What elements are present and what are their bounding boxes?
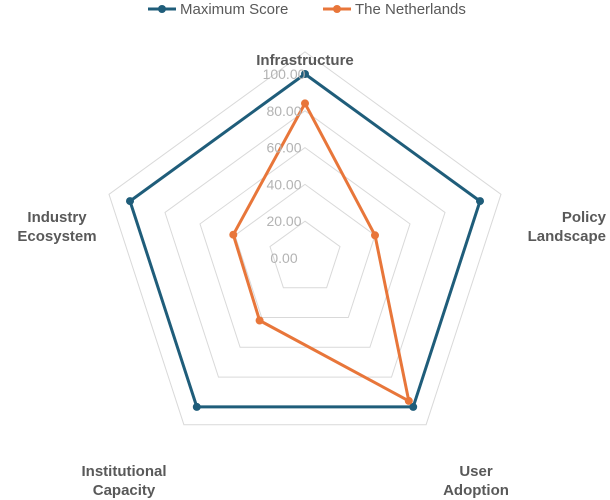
axis-label-3-line-1: Capacity [93, 482, 156, 499]
tick-labels: 0.00 20.00 40.00 60.00 80.00 100.00 [263, 66, 306, 266]
tick-label-100: 100.00 [263, 66, 306, 82]
axis-label-2-line-1: Adoption [443, 482, 509, 499]
axis-label-3-line-0: Institutional [82, 463, 167, 480]
radar-grid [108, 51, 502, 426]
grid-ring-20 [269, 220, 341, 289]
tick-label-40: 40.00 [266, 176, 301, 192]
legend-label-0: Maximum Score [180, 1, 288, 18]
series-1-point-2 [404, 396, 413, 405]
legend-marker-1 [333, 5, 341, 13]
tick-label-80: 80.00 [266, 103, 301, 119]
series-0-point-1 [476, 197, 484, 206]
series-1-point-3 [255, 316, 264, 325]
legend-label-1: The Netherlands [355, 1, 466, 18]
tick-label-0: 0.00 [270, 250, 297, 266]
axis-label-4-line-1: Ecosystem [17, 228, 96, 245]
grid-ring-40 [234, 183, 376, 318]
tick-label-60: 60.00 [266, 140, 301, 156]
grid-ring-outer [108, 51, 502, 426]
series-1-point-0 [301, 99, 309, 108]
series-0-point-2 [409, 402, 418, 411]
series-0-point-4 [126, 197, 134, 206]
legend-marker-0 [158, 5, 166, 13]
series-0-point-0 [301, 70, 309, 78]
series-1-point-4 [229, 230, 238, 239]
legend: Maximum Score The Netherlands [148, 1, 466, 18]
axis-label-0-line-0: Infrastructure [256, 52, 354, 69]
axis-label-1-line-0: Policy [562, 209, 607, 226]
axis-label-2-line-0: User [459, 463, 493, 480]
axis-labels: InfrastructurePolicyLandscapeUserAdoptio… [17, 52, 606, 499]
series-1-point-1 [371, 231, 379, 240]
axis-label-1-line-1: Landscape [528, 228, 606, 245]
grid-ring-80 [164, 110, 446, 378]
tick-label-20: 20.00 [266, 213, 301, 229]
series-layer [126, 70, 484, 411]
grid-ring-100 [129, 73, 481, 408]
series-0-point-3 [192, 402, 201, 411]
series-line-0 [128, 72, 482, 409]
axis-label-4-line-0: Industry [27, 209, 87, 226]
grid-ring-60 [199, 146, 411, 348]
series-line-1 [231, 101, 411, 403]
